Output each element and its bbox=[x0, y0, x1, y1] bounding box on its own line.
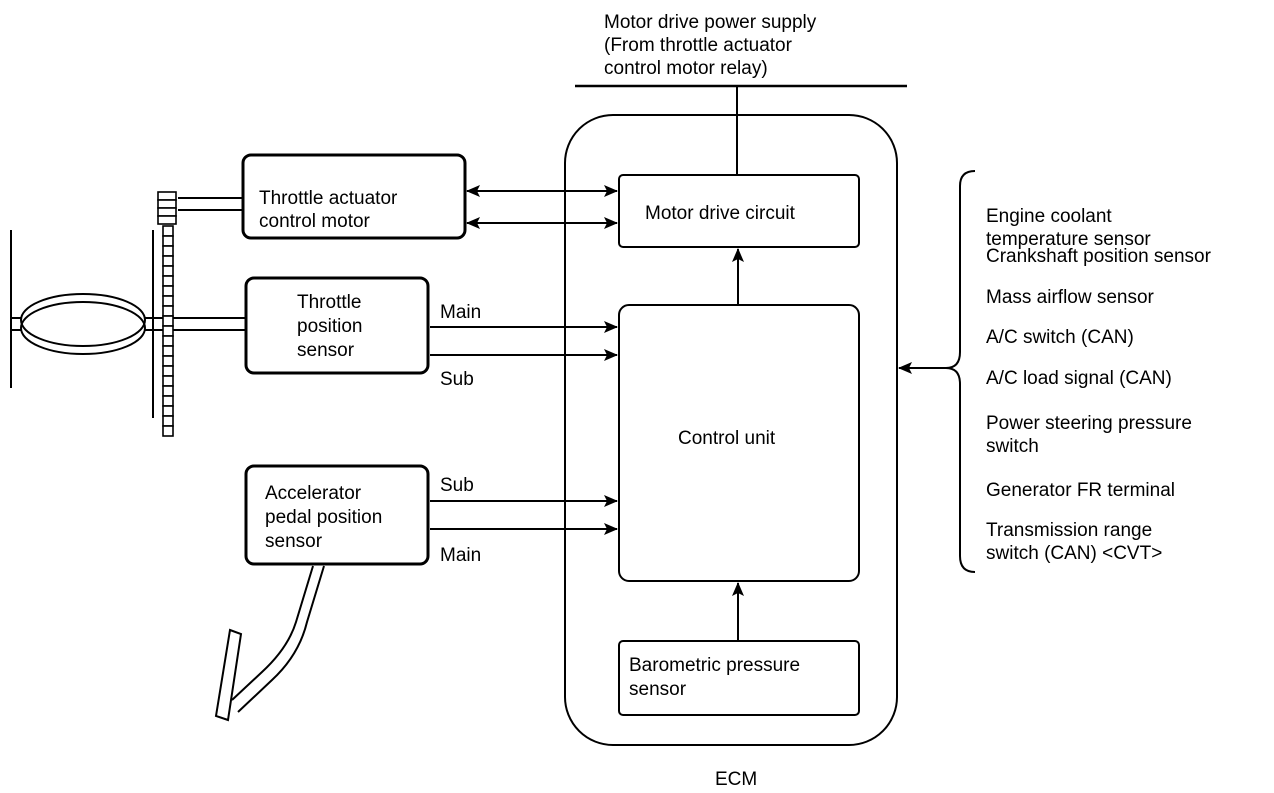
input-signal-line-2: switch bbox=[986, 436, 1039, 457]
gear-tooth bbox=[162, 225, 174, 237]
input-signal-line-1: Engine coolant bbox=[986, 206, 1112, 227]
throttle-gear-rack bbox=[157, 191, 177, 437]
ecm-housing bbox=[564, 114, 898, 746]
input-signal-line-1: Mass airflow sensor bbox=[986, 287, 1155, 308]
accel-signal-sub-label: Sub bbox=[440, 475, 474, 496]
gear-tooth bbox=[157, 215, 177, 225]
motor-drive-circuit-label: Motor drive circuit bbox=[645, 203, 796, 224]
gear-tooth bbox=[162, 305, 174, 317]
control-unit-block: Control unit bbox=[618, 304, 860, 582]
throttle-position-sensor-block: Throttle position sensor bbox=[244, 276, 430, 375]
throttle-motor-block: Throttle actuator control motor bbox=[241, 153, 467, 240]
gear-tooth bbox=[162, 345, 174, 357]
input-signal-item: Crankshaft position sensor bbox=[986, 246, 1212, 267]
gear-tooth bbox=[162, 245, 174, 257]
gear-tooth bbox=[157, 199, 177, 209]
gear-tooth bbox=[162, 375, 174, 387]
input-signal-line-1: Generator FR terminal bbox=[986, 480, 1175, 501]
throttle-sensor-line-2: position bbox=[297, 316, 363, 337]
power-supply-line-2: (From throttle actuator bbox=[604, 35, 793, 56]
gear-tooth bbox=[162, 425, 174, 437]
accelerator-pedal bbox=[214, 565, 325, 722]
input-signal-line-1: Transmission range bbox=[986, 520, 1152, 541]
input-signal-line-1: A/C switch (CAN) bbox=[986, 327, 1134, 348]
throttle-signal-main-label: Main bbox=[440, 302, 481, 323]
gear-tooth bbox=[157, 191, 177, 201]
input-signal-item: A/C switch (CAN) bbox=[986, 327, 1134, 348]
ecm-label: ECM bbox=[715, 769, 757, 790]
gear-tooth bbox=[162, 295, 174, 307]
throttle-sensor-line-1: Throttle bbox=[297, 292, 361, 313]
accelerator-sensor-block: Accelerator pedal position sensor bbox=[244, 464, 430, 566]
throttle-signal-sub-label: Sub bbox=[440, 369, 474, 390]
motor-drive-circuit-block: Motor drive circuit bbox=[618, 174, 860, 248]
barometric-sensor-line-2: sensor bbox=[629, 679, 687, 700]
pedal-plate bbox=[214, 628, 243, 722]
power-supply-line-1: Motor drive power supply bbox=[604, 12, 817, 33]
accel-sensor-line-1: Accelerator bbox=[265, 483, 362, 504]
barometric-sensor-line-1: Barometric pressure bbox=[629, 655, 800, 676]
gear-tooth bbox=[162, 385, 174, 397]
input-signal-item: A/C load signal (CAN) bbox=[986, 368, 1172, 389]
gear-tooth bbox=[162, 395, 174, 407]
input-signal-line-1: A/C load signal (CAN) bbox=[986, 368, 1172, 389]
input-signal-line-1: Crankshaft position sensor bbox=[986, 246, 1212, 267]
gear-tooth bbox=[162, 285, 174, 297]
gear-tooth bbox=[162, 335, 174, 347]
gear-tooth bbox=[162, 325, 174, 337]
input-signal-item: Generator FR terminal bbox=[986, 480, 1175, 501]
gear-tooth bbox=[162, 275, 174, 287]
barometric-sensor-block: Barometric pressure sensor bbox=[618, 640, 860, 716]
throttle-body-mechanism bbox=[10, 191, 246, 437]
gear-tooth bbox=[162, 365, 174, 377]
throttle-motor-line-2: control motor bbox=[259, 211, 371, 232]
throttle-valve bbox=[20, 293, 146, 355]
throttle-motor-line-1: Throttle actuator bbox=[259, 188, 398, 209]
gear-tooth bbox=[157, 207, 177, 217]
gear-tooth bbox=[162, 355, 174, 367]
input-signal-item: Mass airflow sensor bbox=[986, 287, 1155, 308]
accel-sensor-line-3: sensor bbox=[265, 531, 323, 552]
input-signal-line-2: temperature sensor bbox=[986, 229, 1151, 250]
power-supply-label: Motor drive power supply (From throttle … bbox=[604, 12, 817, 79]
gear-tooth bbox=[162, 235, 174, 247]
gear-tooth bbox=[162, 315, 174, 327]
accel-signal-main-label: Main bbox=[440, 545, 481, 566]
control-unit-label: Control unit bbox=[678, 428, 776, 449]
gear-tooth bbox=[162, 415, 174, 427]
throttle-sensor-line-3: sensor bbox=[297, 340, 355, 361]
gear-tooth bbox=[162, 405, 174, 417]
gear-tooth bbox=[162, 255, 174, 267]
gear-tooth bbox=[162, 265, 174, 277]
input-group-brace bbox=[945, 170, 976, 573]
input-signal-line-2: switch (CAN) <CVT> bbox=[986, 543, 1162, 564]
power-supply-line-3: control motor relay) bbox=[604, 58, 768, 79]
input-signal-line-1: Power steering pressure bbox=[986, 413, 1192, 434]
accel-sensor-line-2: pedal position bbox=[265, 507, 382, 528]
